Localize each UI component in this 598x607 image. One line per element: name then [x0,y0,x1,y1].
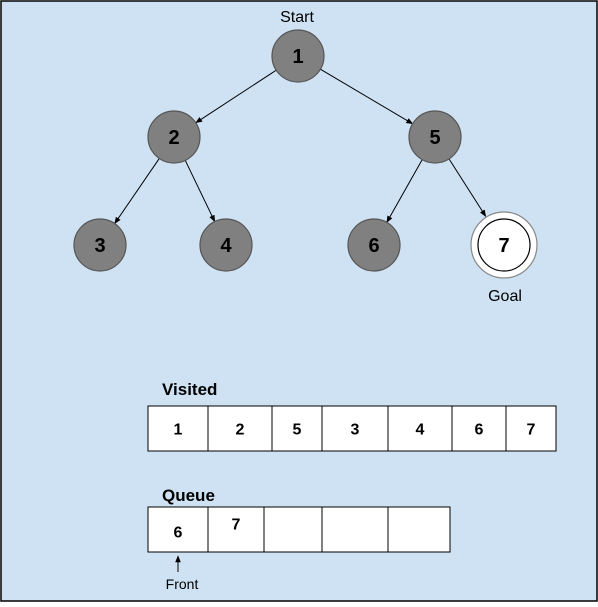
goal-label: Goal [488,288,522,305]
node-2 [147,110,201,164]
visited-cell [271,405,323,452]
queue-value: 7 [232,517,241,534]
visited-cell [505,405,557,452]
visited-value: 3 [351,422,360,439]
node-label-5: 5 [429,127,440,149]
visited-cell [387,405,453,452]
node-label-7: 7 [498,235,509,257]
node-4 [199,218,253,272]
queue-cell [263,506,323,553]
visited-array: 1 2 5 3 4 6 7 [147,405,557,452]
node-label-6: 6 [368,235,379,257]
queue-title: Queue [162,486,215,505]
visited-title: Visited [162,380,217,399]
visited-value: 6 [475,422,484,439]
edge-2-4 [184,160,216,223]
node-label-4: 4 [220,235,232,257]
tree-nodes: 1 2 5 3 4 6 7 [73,29,538,279]
node-label-3: 3 [94,235,105,257]
queue-cell [147,506,209,553]
visited-value: 4 [416,422,425,439]
queue-value: 6 [174,525,183,542]
edge-5-6 [386,159,423,223]
visited-value: 7 [527,422,536,439]
visited-value: 1 [174,422,183,439]
front-label: Front [166,576,199,592]
node-5 [408,110,462,164]
edge-1-2 [195,69,277,124]
node-3 [73,218,127,272]
start-label: Start [280,9,314,26]
goal-node [477,218,531,272]
visited-cell [321,405,389,452]
node-label-2: 2 [168,127,179,149]
node-6 [347,218,401,272]
queue-cell [387,506,451,553]
node-1 [271,29,325,83]
visited-cell [147,405,209,452]
edge-5-7 [448,158,487,217]
visited-value: 2 [236,422,245,439]
queue-cell [207,506,265,553]
edge-1-5 [320,68,414,125]
queue-cell [321,506,389,553]
node-label-1: 1 [292,46,303,68]
tree-edges [114,68,487,225]
visited-value: 5 [293,422,302,439]
edge-2-3 [114,158,160,225]
